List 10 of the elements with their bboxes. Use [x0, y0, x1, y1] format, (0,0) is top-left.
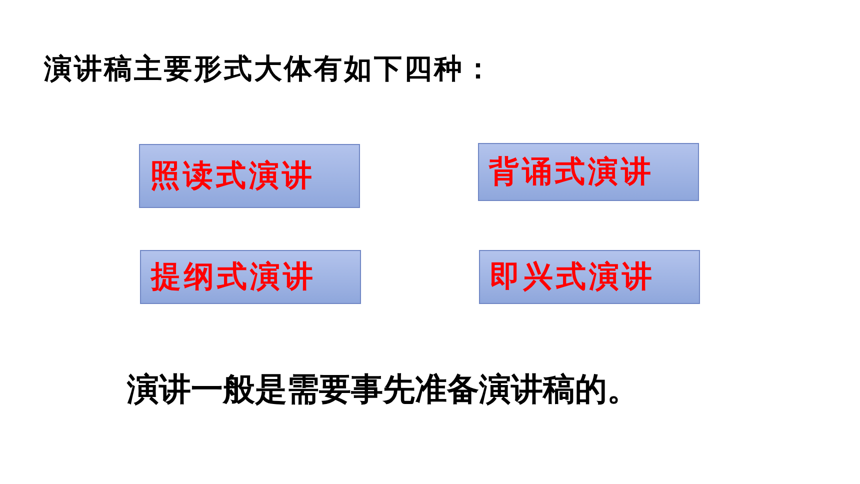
heading: 演讲稿主要形式大体有如下四种：	[44, 51, 494, 87]
note-text: 演讲一般是需要事先准备演讲稿的。	[127, 369, 639, 410]
label-box	[140, 250, 361, 304]
box-label: 背诵式演讲	[489, 154, 654, 192]
box-label: 照读式演讲	[150, 158, 315, 196]
box-label: 提纲式演讲	[151, 258, 316, 296]
label-box	[479, 250, 700, 304]
label-box	[478, 143, 699, 201]
label-box	[139, 144, 360, 208]
box-label: 即兴式演讲	[490, 258, 655, 296]
